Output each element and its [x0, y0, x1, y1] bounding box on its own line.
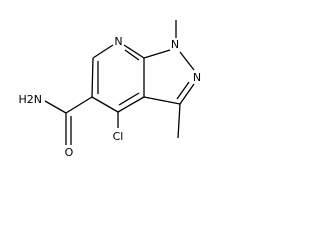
bond-c7a-n1 — [143, 49, 171, 59]
atom-label-amide-nh2: H2N — [19, 93, 43, 106]
bond-c4-c5 — [91, 96, 119, 113]
bond-c5-c6 — [91, 57, 94, 98]
bond-n2-c3-double — [176, 81, 190, 100]
atom-labels: N N N H2N O Cl — [19, 35, 202, 159]
bond-c3a-c4-double — [118, 92, 140, 106]
atom-label-n1: N — [171, 38, 179, 51]
bond-c6-n7 — [92, 44, 114, 59]
bond-carbonyl-nh2 — [44, 100, 67, 114]
bond-c3-methyl — [177, 103, 181, 139]
bond-c5-carbonyl — [65, 96, 93, 114]
bonds — [44, 20, 195, 145]
atom-label-ring-n: N — [114, 35, 122, 48]
bond-n1-n2 — [179, 51, 195, 71]
atom-label-n2: N — [193, 71, 201, 84]
bond-n7-c7a-double — [124, 49, 140, 61]
atom-label-carbonyl-o: O — [65, 146, 74, 159]
bond-n2-c3 — [179, 83, 195, 105]
bond-c3a-c4 — [117, 96, 145, 113]
structure-diagram: N N N H2N O Cl — [0, 0, 232, 162]
bond-n7-c7a — [123, 44, 145, 59]
bond-c3-c3a — [143, 96, 181, 105]
molecule-drawing: N N N H2N O Cl — [19, 20, 202, 159]
atom-label-chlorine: Cl — [113, 130, 124, 143]
